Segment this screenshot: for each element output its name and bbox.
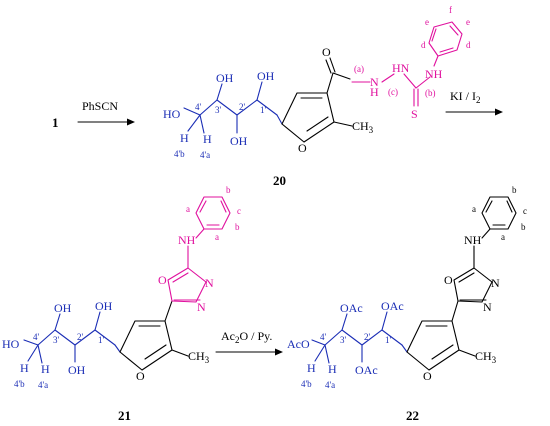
oxadiazole-nitrogen: N: [491, 276, 500, 290]
compound-22-sugar-chain: AcO H H OAc OAc OAc 4' 3' 2' 1' 4'b 4'a: [287, 299, 408, 390]
sulfur-label: S: [411, 107, 418, 121]
reaction-arrow-2-head: [495, 108, 503, 116]
locant-c4p: 4': [195, 102, 202, 112]
compound-label-21: 21: [118, 408, 131, 423]
locant-a: a: [186, 204, 190, 214]
hydrogen-label: H: [180, 131, 189, 145]
methyl-group: CH3: [352, 119, 374, 135]
furan-oxygen: O: [298, 141, 307, 155]
nh-label: NH: [178, 233, 196, 247]
hydrogen-label: H: [203, 132, 212, 146]
locant-c: (c): [388, 87, 398, 97]
locant-b: b: [226, 185, 231, 195]
locant-h4pb: 4'b: [301, 379, 312, 389]
compound-label-22: 22: [406, 408, 419, 423]
hn-label: HN: [392, 61, 410, 75]
locant-c2p: 2': [364, 332, 371, 342]
compound-21-sugar-chain: HO H H OH OH OH 4' 3' 2' 1' 4'b 4'a: [2, 299, 121, 390]
locant-a: a: [215, 232, 219, 242]
acetoxy-label: OAc: [355, 363, 378, 377]
acetoxy-label: OAc: [381, 299, 404, 313]
locant-f: f: [449, 5, 452, 15]
hydroxyl-label: HO: [163, 107, 181, 121]
locant-h4pb: 4'b: [174, 149, 185, 159]
compound-22-furan: O CH3: [406, 300, 497, 383]
reagent-phscn: PhSCN: [82, 99, 118, 113]
hydroxyl-label: HO: [2, 337, 20, 351]
furan-oxygen: O: [136, 369, 145, 383]
locant-b: b: [521, 222, 526, 232]
locant-c3p: 3': [215, 105, 222, 115]
locant-c2p: 2': [239, 102, 246, 112]
hydroxyl-label: OH: [54, 301, 72, 315]
locant-c4p: 4': [320, 332, 327, 342]
locant-d: d: [421, 40, 426, 50]
locant-d: d: [466, 40, 471, 50]
h-label: H: [370, 85, 379, 99]
nh-label: NH: [425, 67, 443, 81]
reagent-ki-i2: KI / I2: [450, 89, 481, 105]
locant-b: (b): [425, 88, 436, 98]
compound-21-oxadiazole: O N N NH a a b b c: [158, 185, 241, 314]
locant-c1p: 1': [260, 105, 267, 115]
locant-b: b: [235, 222, 240, 232]
compound-20-thiourea: N H HN NH S (a) (c) (b) d d e e f: [351, 5, 471, 121]
hydrogen-label: H: [20, 361, 29, 375]
hydroxyl-label: OH: [230, 134, 248, 148]
hydroxyl-label: OH: [257, 69, 275, 83]
acetoxy-label: AcO: [287, 337, 310, 351]
compound-22-oxadiazole: O N N NH a a b b c: [444, 185, 527, 314]
locant-h4pb: 4'b: [14, 379, 25, 389]
compound-20-sugar-chain: HO H H OH OH OH 4' 3' 2' 1' 4'b 4'a: [163, 69, 283, 160]
compound-label-20: 20: [273, 173, 286, 188]
locant-b: b: [512, 185, 517, 195]
locant-e: e: [425, 17, 429, 27]
locant-c3p: 3': [53, 335, 60, 345]
oxadiazole-nitrogen: N: [483, 300, 492, 314]
locant-c2p: 2': [77, 332, 84, 342]
methyl-group: CH3: [188, 349, 210, 365]
hydrogen-label: H: [328, 362, 337, 376]
locant-a: a: [472, 204, 476, 214]
locant-c: c: [237, 206, 241, 216]
locant-c3p: 3': [340, 335, 347, 345]
oxadiazole-oxygen: O: [158, 273, 167, 287]
locant-e: e: [466, 17, 470, 27]
locant-c: c: [523, 206, 527, 216]
methyl-group: CH3: [475, 349, 497, 365]
acetoxy-label: OAc: [340, 301, 363, 315]
locant-c1p: 1': [98, 335, 105, 345]
locant-a: a: [501, 232, 505, 242]
locant-h4pa: 4'a: [325, 380, 335, 390]
locant-h4pa: 4'a: [200, 150, 210, 160]
locant-h4pa: 4'a: [38, 380, 48, 390]
reaction-arrow-3-head: [275, 348, 283, 356]
oxadiazole-oxygen: O: [444, 273, 453, 287]
locant-a: (a): [354, 64, 364, 74]
locant-c4p: 4': [33, 332, 40, 342]
reagent-ac2o-py: Ac2O / Py.: [221, 329, 272, 345]
hydroxyl-label: OH: [216, 71, 234, 85]
hydroxyl-label: OH: [68, 363, 86, 377]
hydrogen-label: H: [307, 361, 316, 375]
compound-20-furan: O CH3 O: [281, 45, 374, 155]
furan-oxygen: O: [423, 369, 432, 383]
locant-c1p: 1': [385, 335, 392, 345]
reaction-arrow-1-head: [127, 118, 135, 126]
start-compound-label: 1: [52, 115, 59, 130]
nh-label: N: [370, 75, 379, 89]
hydroxyl-label: OH: [95, 299, 113, 313]
carbonyl-oxygen: O: [322, 45, 331, 59]
oxadiazole-nitrogen: N: [197, 300, 206, 314]
compound-21-furan: O CH3: [119, 300, 210, 383]
oxadiazole-nitrogen: N: [205, 276, 214, 290]
nh-label: NH: [464, 233, 482, 247]
hydrogen-label: H: [41, 362, 50, 376]
